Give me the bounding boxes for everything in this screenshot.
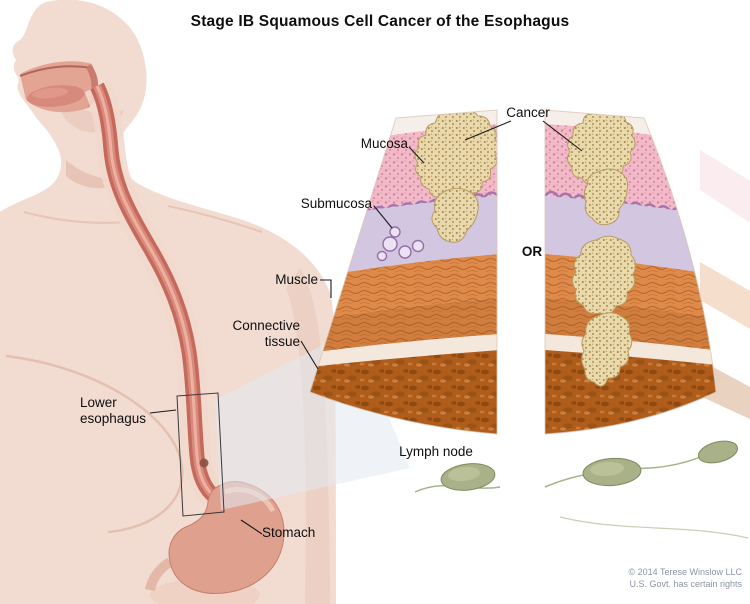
leader-connective [300,340,319,370]
or-separator-label: OR [521,244,543,259]
esophagus [84,79,225,509]
leader-submucosa [373,205,393,229]
clavicle-line-2 [167,205,263,233]
clavicle-line [23,211,129,224]
wedge-outline-left [309,109,498,435]
page-title: Stage IB Squamous Cell Cancer of the Eso… [190,13,570,30]
leader-stomach [240,519,263,535]
muscle-label: Muscle [275,272,318,287]
lymph-node-label: Lymph node [399,444,473,459]
detail-box [176,392,225,517]
credit-line-2: U.S. Govt. has certain rights [629,578,742,589]
mucosa-label: Mucosa [360,136,408,151]
subserosa-gap-left [310,334,497,368]
leader-cancer-right [542,120,583,152]
lower-esophagus-label: Lower esophagus [80,395,147,426]
leader-cancer-left [464,120,512,141]
submucosal-glands [376,226,425,262]
cancer-label: Cancer [506,105,550,120]
connective-tissue-label: Connective tissue [232,318,300,349]
tumor-site-marker [199,458,209,468]
cross-section-left [309,109,498,435]
wedge-outline-right [544,109,717,435]
submucosa-label: Submucosa [300,196,372,211]
leader-lines [149,120,583,535]
lymph-vessel-right [544,450,717,488]
stomach-organ [145,480,285,604]
leader-lower-esophagus [149,409,177,414]
lymph-system [414,440,749,539]
muscle-layer-2-left [310,298,497,354]
cancer-mass-right [566,110,637,387]
copyright-credit: © 2014 Terese Winslow LLC U.S. Govt. has… [520,567,742,590]
cancer-mass-left [414,110,497,243]
lymph-vessel-lower [559,516,749,539]
muscle-layer-1-left [310,254,497,322]
esophagus-highlight [95,85,216,499]
leader-muscle [320,279,332,298]
duodenum-hint [145,557,173,592]
mouth-cutaway [19,61,99,113]
stomach-label: Stomach [262,525,316,540]
leader-mucosa [408,146,425,164]
credit-line-1: © 2014 Terese Winslow LLC [628,567,742,577]
lymph-node-far-right [697,440,739,464]
